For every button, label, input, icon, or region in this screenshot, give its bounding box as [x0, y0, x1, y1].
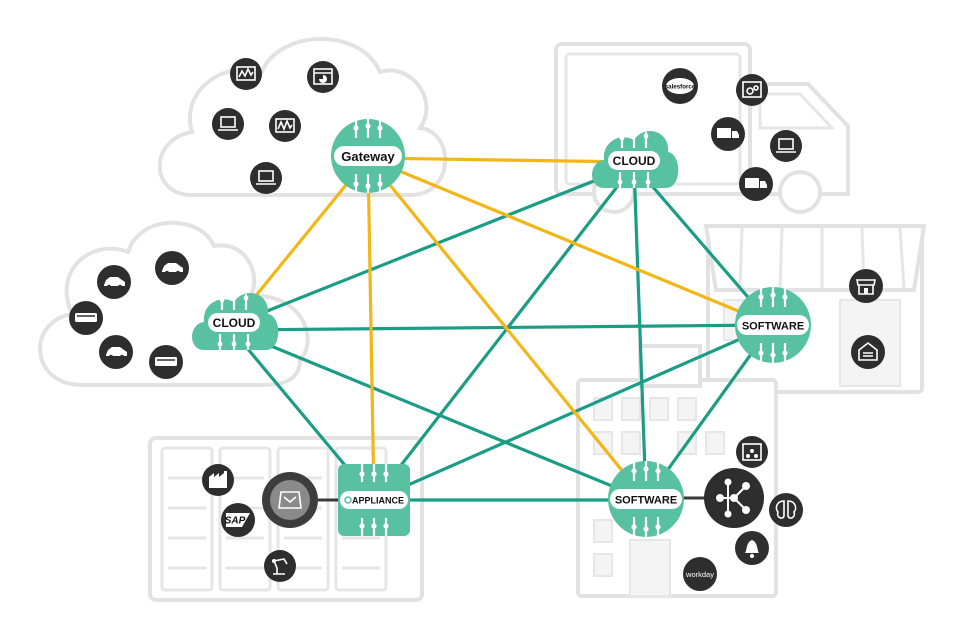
appliance-status-icon [344, 496, 352, 504]
svg-text:SAP: SAP [225, 516, 246, 527]
laptop-icon [212, 108, 244, 140]
node-appliance: APPLIANCE [338, 464, 410, 536]
node-cloud-left: CLOUD [192, 292, 279, 350]
monitor-chart-icon [230, 58, 262, 90]
node-gateway-label: Gateway [341, 149, 395, 164]
car-icon [99, 335, 133, 369]
node-cloud-top: CLOUD [592, 130, 679, 188]
salesforce-logo: salesforce [662, 68, 698, 104]
car-icon [155, 251, 189, 285]
link-cloud-left-to-software-right [231, 323, 773, 332]
storefront-icon [849, 269, 883, 303]
node-software-bottom: SOFTWARE [608, 461, 684, 537]
truck-icon [711, 117, 745, 151]
brain-icon [769, 493, 803, 527]
node-cloud-top-label: CLOUD [613, 154, 656, 168]
link-gateway-to-appliance [366, 157, 376, 501]
link-gateway-to-cloud-top [367, 156, 635, 164]
node-software-right-label: SOFTWARE [742, 321, 804, 333]
link-gateway-to-software-bottom [366, 156, 648, 502]
window-network-icon [736, 436, 768, 468]
robot-arm-icon [264, 550, 296, 582]
link-cloud-left-to-cloud-top [231, 163, 635, 327]
kafka-hub-icon [704, 468, 764, 528]
node-cloud-left-label: CLOUD [213, 316, 256, 330]
link-cloud-top-to-software-bottom [632, 164, 648, 501]
svg-text:salesforce: salesforce [665, 84, 696, 91]
laptop-icon [770, 130, 802, 162]
workday-logo: workday [683, 557, 717, 591]
truck-icon [739, 167, 773, 201]
factory-icon [202, 464, 234, 496]
window-gears-icon [736, 74, 768, 106]
bell-icon [735, 531, 769, 565]
link-cloud-top-to-appliance [372, 164, 636, 501]
garage-icon [851, 335, 885, 369]
monitor-chart-icon [269, 110, 301, 142]
bus-icon [149, 345, 183, 379]
node-software-right: SOFTWARE [735, 287, 811, 363]
teal-connections [230, 163, 774, 502]
sap-logo: SAP [221, 503, 255, 537]
link-gateway-to-software-right [367, 156, 773, 327]
bus-icon [69, 301, 103, 335]
node-appliance-label: APPLIANCE [352, 496, 404, 506]
appliance-box-icon [262, 472, 318, 528]
node-software-bottom-label: SOFTWARE [615, 495, 677, 507]
node-gateway: Gateway [331, 119, 405, 193]
car-icon [97, 265, 131, 299]
window-pie-chart-icon [307, 61, 339, 93]
laptop-icon [250, 162, 282, 194]
svg-text:workday: workday [685, 570, 714, 579]
